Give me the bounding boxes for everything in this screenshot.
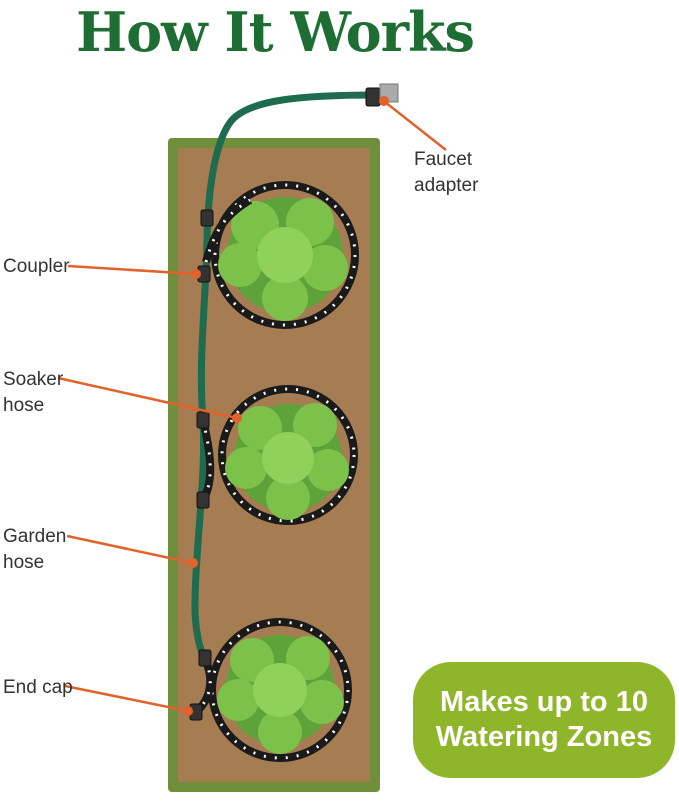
plant-2 bbox=[225, 403, 349, 520]
label-soaker-hose: Soaker hose bbox=[3, 369, 64, 416]
badge-line-1: Makes up to 10 bbox=[440, 686, 648, 718]
label-garden-hose: Garden hose bbox=[3, 526, 67, 573]
callout-lines bbox=[57, 101, 447, 713]
plant-zone-1 bbox=[202, 181, 359, 329]
badge-line-2: Watering Zones bbox=[435, 721, 653, 753]
coupler-icon bbox=[196, 209, 214, 667]
label-end-cap: End cap bbox=[3, 677, 73, 698]
garden-hose bbox=[191, 91, 380, 664]
label-faucet-adapter: Faucet adapter bbox=[414, 149, 479, 196]
plant-zone-2 bbox=[199, 385, 358, 525]
plant-1 bbox=[218, 197, 348, 321]
label-coupler: Coupler bbox=[3, 256, 70, 277]
page-title: How It Works bbox=[76, 0, 475, 64]
plant-3 bbox=[217, 635, 344, 754]
watering-zones-badge: Makes up to 10 Watering Zones bbox=[413, 662, 675, 778]
callout-dots bbox=[183, 96, 389, 716]
plant-zone-3 bbox=[193, 618, 352, 762]
